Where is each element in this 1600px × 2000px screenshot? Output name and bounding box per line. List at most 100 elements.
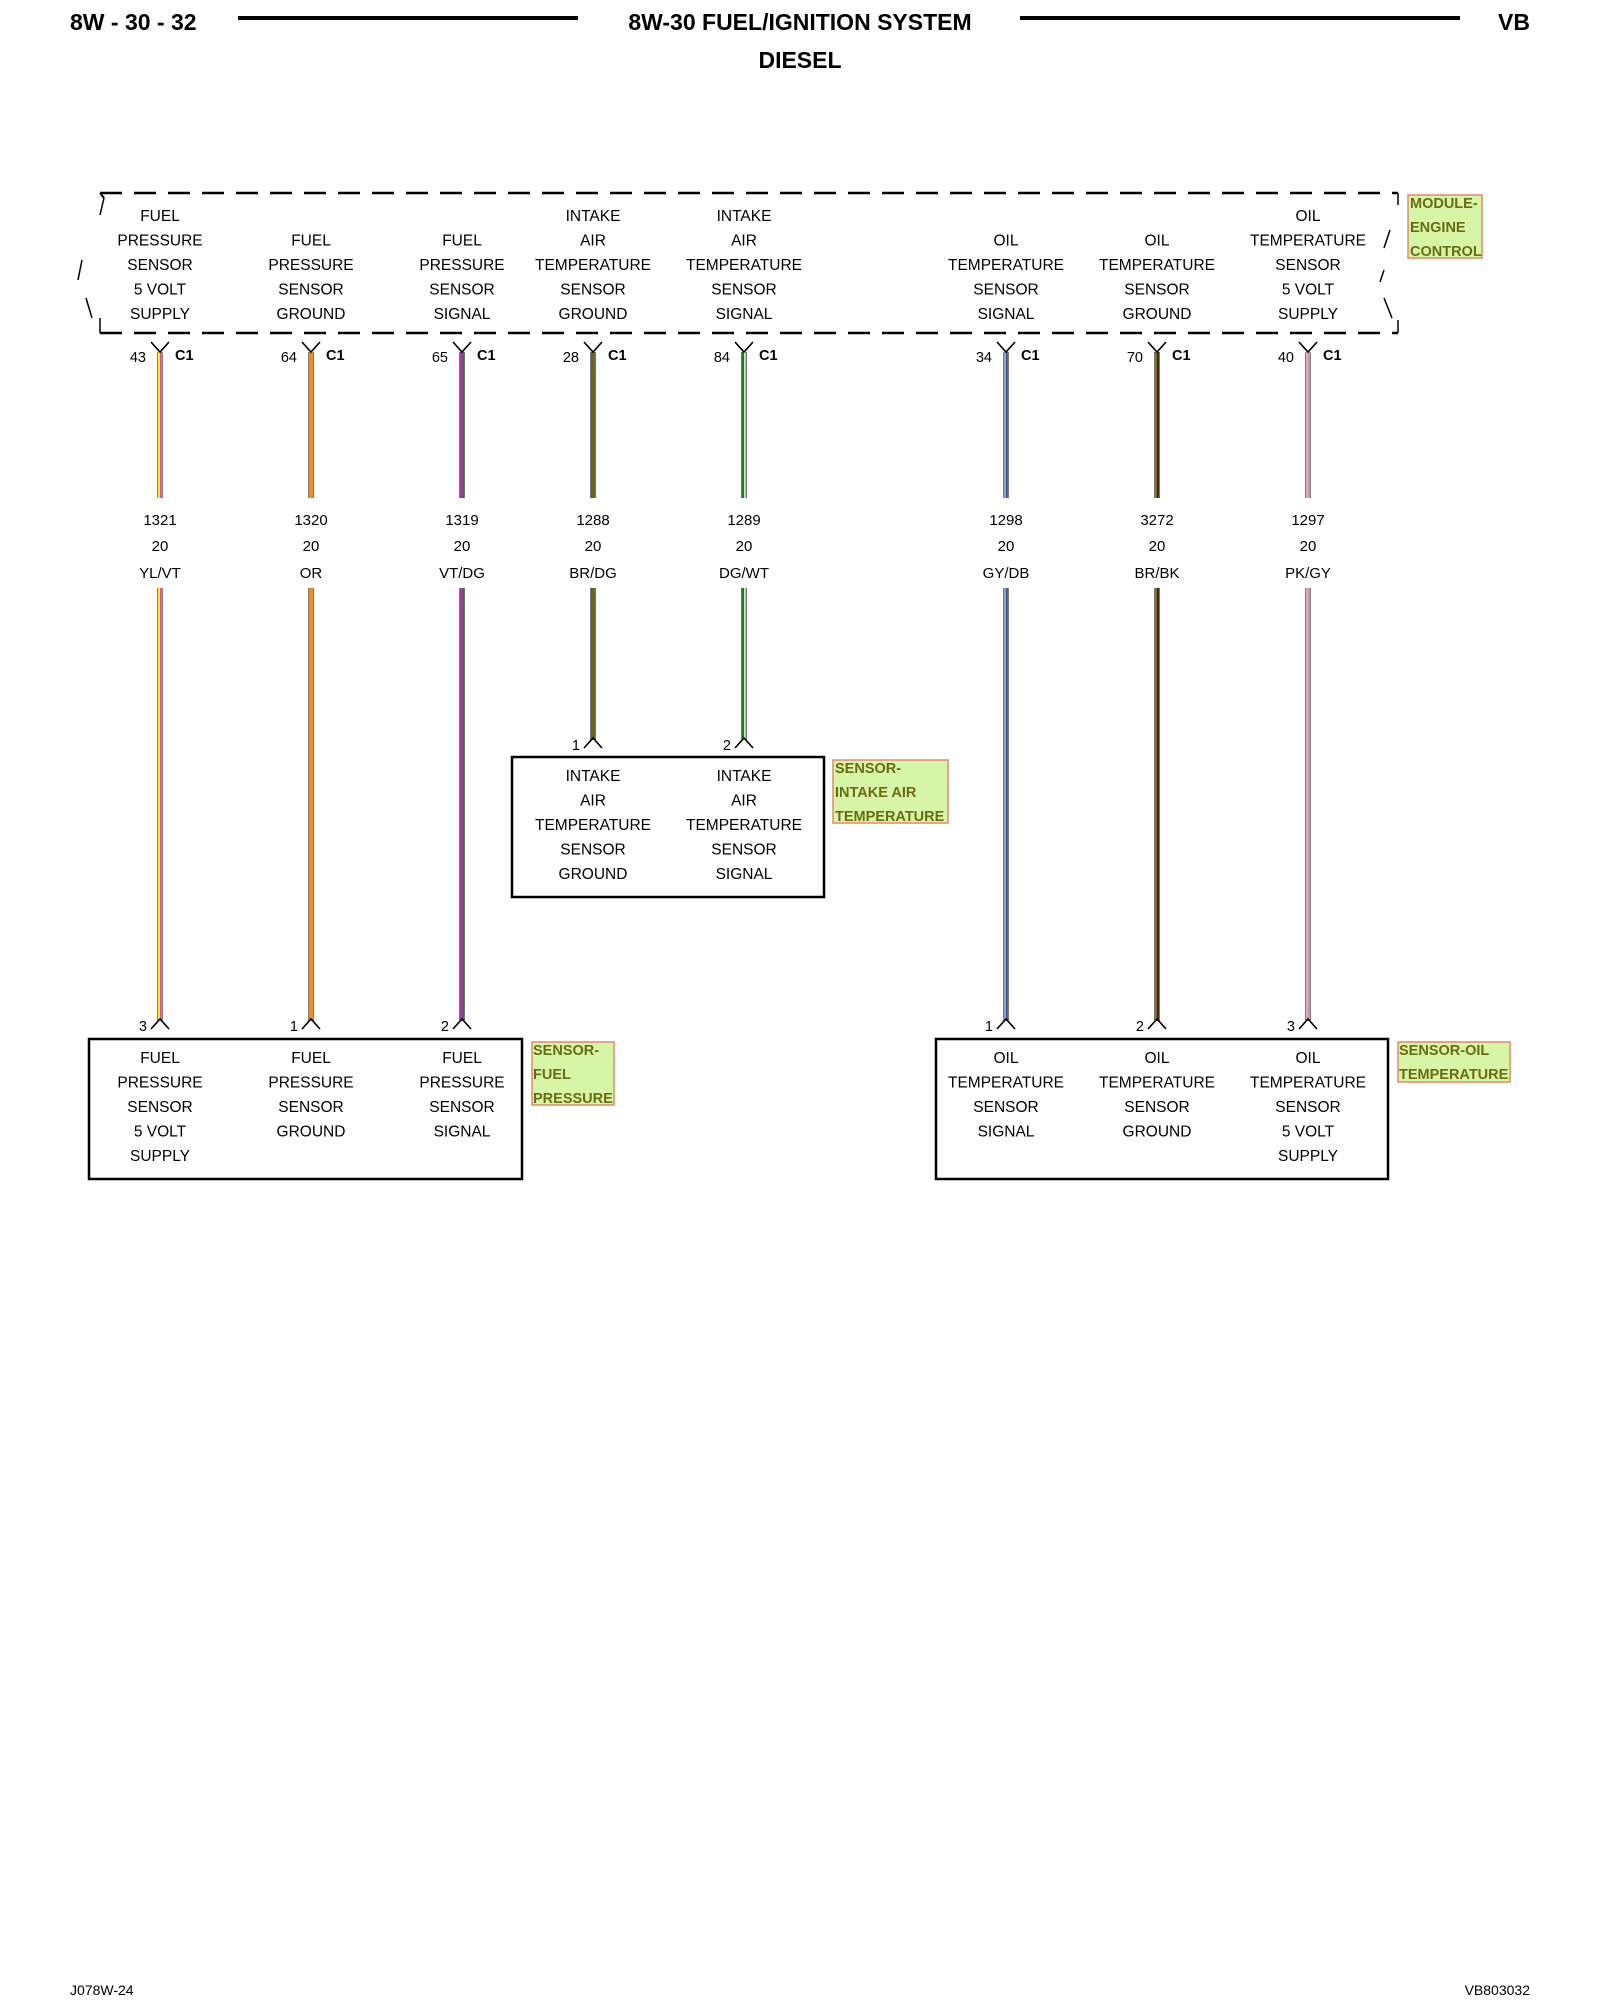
sensor-tag-line: TEMPERATURE (1399, 1067, 1509, 1083)
page-subtitle: DIESEL (758, 47, 841, 73)
circuit-number: 1321 (143, 512, 176, 529)
page-header: 8W - 30 - 32 8W-30 FUEL/IGNITION SYSTEM … (70, 9, 1530, 73)
pin-number: 2 (1136, 1019, 1144, 1035)
pin-number: 2 (723, 738, 731, 754)
connector-symbol (1298, 341, 1318, 354)
sensor-pin-label: SIGNAL (978, 1124, 1035, 1141)
module-terminal-label: FUEL (291, 233, 331, 250)
module-terminal-label: GROUND (277, 306, 346, 323)
pin-number: 3 (139, 1019, 147, 1035)
sensor-pin-label: TEMPERATURE (686, 817, 802, 834)
module-terminal-label: OIL (1145, 233, 1170, 250)
wire-color-code: YL/VT (139, 565, 181, 582)
sensor-pin-label: SUPPLY (1278, 1148, 1338, 1165)
fuel-pressure-sensor-box (87, 1037, 524, 1181)
oil-temp-tag-box (1397, 1041, 1511, 1083)
sensor-pin-label: OIL (1145, 1050, 1170, 1067)
intake-air-sensor-pins: 1INTAKEAIRTEMPERATURESENSORGROUND2INTAKE… (535, 736, 802, 883)
circuit-number: 1297 (1291, 512, 1324, 529)
cavity-number: 70 (1127, 350, 1143, 366)
module-terminal-label: GROUND (1123, 306, 1192, 323)
sensor-pin-label: OIL (994, 1050, 1019, 1067)
wire-gauge: 20 (1149, 538, 1166, 555)
module-terminal-label: PRESSURE (117, 233, 202, 250)
sensor-pin-label: SENSOR (560, 842, 625, 859)
module-tag-line: MODULE- (1410, 196, 1478, 212)
sensor-pin-label: SENSOR (973, 1099, 1038, 1116)
module-terminal-label: PRESSURE (268, 257, 353, 274)
cavity-number: 64 (281, 350, 297, 366)
sensor-tag-line: SENSOR- (533, 1043, 599, 1059)
page-title: 8W-30 FUEL/IGNITION SYSTEM (628, 9, 971, 35)
circuit-number: 1289 (727, 512, 760, 529)
sensor-tag-line: FUEL (533, 1067, 571, 1083)
module-terminal-label: TEMPERATURE (1250, 233, 1366, 250)
module-break-mark (77, 259, 83, 281)
sensor-tag-line: TEMPERATURE (835, 809, 945, 825)
module-terminal-label: 5 VOLT (1282, 282, 1335, 299)
pin-number: 1 (290, 1019, 298, 1035)
sensor-pin-label: SENSOR (429, 1099, 494, 1116)
wire-gauge: 20 (998, 538, 1015, 555)
wire-gauge: 20 (303, 538, 320, 555)
module-terminal-label: FUEL (140, 208, 180, 225)
module-terminal-label: SIGNAL (434, 306, 491, 323)
wire-segment (1154, 588, 1160, 1021)
sensor-pin-label: SENSOR (278, 1099, 343, 1116)
sensor-pin-label: SIGNAL (434, 1124, 491, 1141)
module-terminal-label: SIGNAL (716, 306, 773, 323)
wire-harness (157, 352, 1311, 1021)
module-terminal-label: OIL (1296, 208, 1321, 225)
wire-segment (157, 588, 163, 1021)
module-terminal-label: TEMPERATURE (948, 257, 1064, 274)
connector-id: C1 (477, 348, 496, 364)
wire-color-code: PK/GY (1285, 565, 1331, 582)
module-break-mark (1383, 297, 1393, 319)
model-code: VB (1498, 9, 1530, 35)
wire-segment (1003, 588, 1009, 1021)
circuit-number: 1288 (576, 512, 609, 529)
fuel-pressure-tag-box (531, 1041, 615, 1106)
module-tag-line: ENGINE (1410, 220, 1466, 236)
sensor-pin-label: OIL (1296, 1050, 1321, 1067)
cavity-number: 34 (976, 350, 992, 366)
pin-symbol (452, 1017, 472, 1030)
wire-segment (1003, 352, 1009, 498)
module-terminal-label: PRESSURE (419, 257, 504, 274)
module-terminal-label: OIL (994, 233, 1019, 250)
wire-segment (1154, 352, 1160, 498)
sensor-tag-line: PRESSURE (533, 1091, 613, 1107)
wire-color-code: VT/DG (439, 565, 485, 582)
wire-segment (157, 352, 163, 498)
module-terminal-label: SENSOR (1275, 257, 1340, 274)
module-terminal-label: SENSOR (560, 282, 625, 299)
connector-symbol (1147, 341, 1167, 354)
connector-id: C1 (1172, 348, 1191, 364)
sensor-oil-temperature: 1OILTEMPERATURESENSORSIGNAL2OILTEMPERATU… (934, 1017, 1511, 1181)
connector-id: C1 (1323, 348, 1342, 364)
sensor-pin-label: GROUND (277, 1124, 346, 1141)
wire-gauge: 20 (152, 538, 169, 555)
connector-symbol (583, 341, 603, 354)
sensor-tag-line: SENSOR- (835, 761, 901, 777)
circuit-number: 3272 (1140, 512, 1173, 529)
wire-gauge: 20 (1300, 538, 1317, 555)
module-break-mark (99, 192, 105, 199)
cavity-number: 43 (130, 350, 146, 366)
module-terminal-label: 5 VOLT (134, 282, 187, 299)
sensor-pin-label: SENSOR (127, 1099, 192, 1116)
cavity-number: 84 (714, 350, 730, 366)
cavity-number: 28 (563, 350, 579, 366)
wire-color-code: OR (300, 565, 323, 582)
sensor-pin-label: SIGNAL (716, 866, 773, 883)
